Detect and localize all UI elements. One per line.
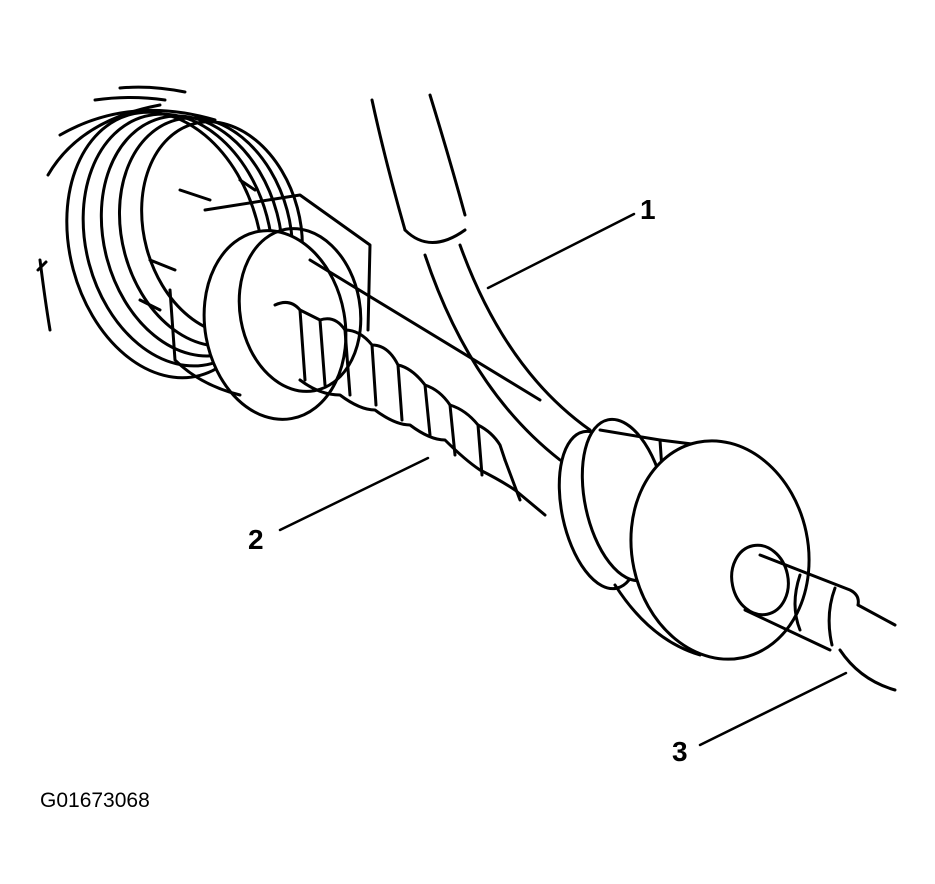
- adapter-handle: [370, 93, 592, 462]
- leader-line-2: [278, 456, 430, 532]
- tie-rod-shaft: [743, 553, 897, 692]
- callout-label-1: 1: [640, 194, 656, 225]
- callout-label-2: 2: [248, 524, 264, 555]
- leader-line-1: [486, 212, 636, 290]
- outer-tie-rod-end: [557, 417, 811, 661]
- callout-label-3: 3: [672, 736, 688, 767]
- leader-line-3: [698, 671, 848, 747]
- inner-tie-rod-socket: [168, 193, 372, 421]
- leader-lines: [278, 212, 848, 747]
- figure-id: G01673068: [40, 789, 150, 812]
- wrench-tool: [273, 258, 547, 517]
